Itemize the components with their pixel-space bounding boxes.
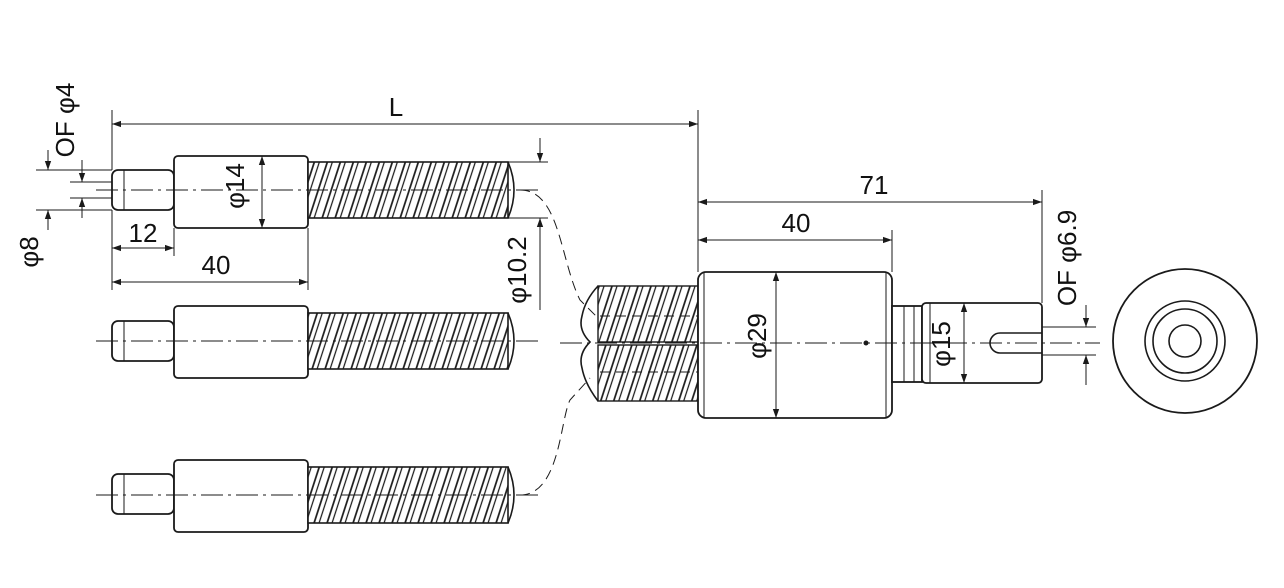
nut-assembly xyxy=(560,271,1100,419)
dim-dia-shaft-right: φ15 xyxy=(926,321,956,367)
screw-middle xyxy=(96,305,540,379)
dim-of-shaft-right: OF φ6.9 xyxy=(1052,210,1082,306)
screw-bottom xyxy=(96,459,540,533)
dim-len-total-right: 71 xyxy=(860,170,889,200)
end-view xyxy=(1112,268,1258,414)
dim-dia-nut-small: φ14 xyxy=(220,163,250,209)
dim-len-nut-large: 40 xyxy=(782,208,811,238)
dim-dia-thread: φ10.2 xyxy=(502,236,532,303)
screw-top xyxy=(96,155,540,229)
dim-len-shaft-end: 12 xyxy=(129,218,158,248)
dim-len-nut-small: 40 xyxy=(202,250,231,280)
dim-dia-nut-large: φ29 xyxy=(742,313,772,359)
dim-dia-shaft-end: φ8 xyxy=(14,236,44,267)
dim-length: L xyxy=(389,92,403,122)
dim-of-shaft-small: OF φ4 xyxy=(50,83,80,158)
